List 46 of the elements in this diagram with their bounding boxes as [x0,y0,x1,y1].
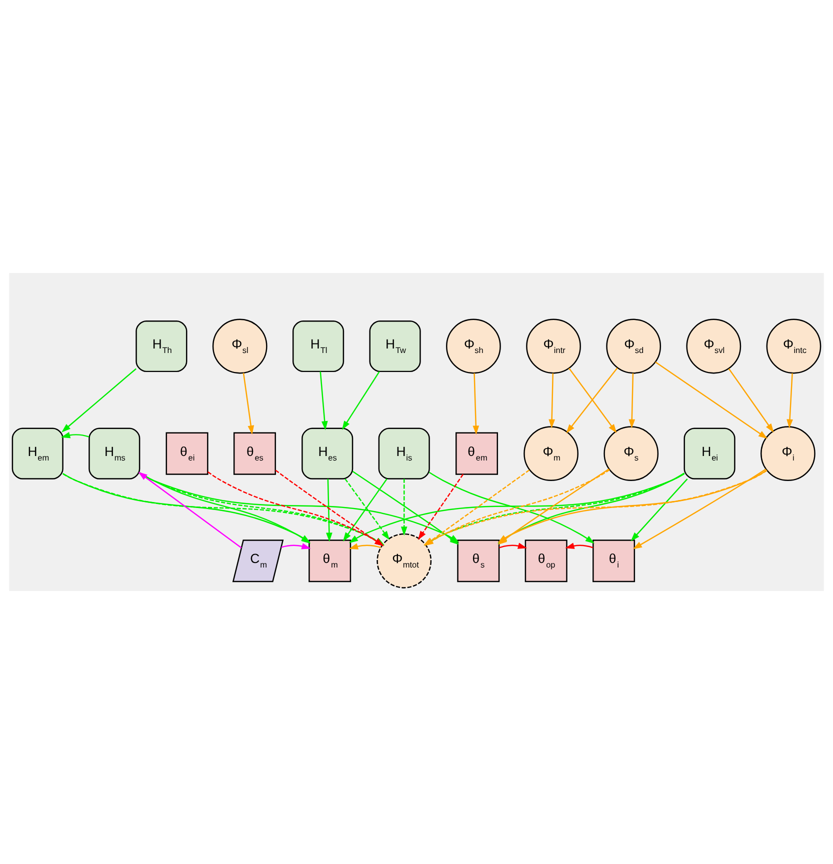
arrow [655,361,768,439]
node-box: θ$_{i}$ [592,540,636,582]
arrow [281,543,311,550]
arrow [348,543,381,550]
arrow [565,542,594,549]
node-box: H$_{Tl}$ [292,320,344,372]
node-box: H$_{ms}$ [88,428,140,480]
node-circle: Φ$_{svl}$ [686,318,742,374]
node-circle: Φ$_{sl}$ [212,318,268,374]
node-box: θ$_{ei}$ [166,432,208,475]
node-box: H$_{es}$ [302,428,354,480]
arrow [548,373,556,428]
arrow [400,478,408,536]
arrow [418,474,464,540]
node-box: θ$_{em}$ [456,432,498,475]
node-box: H$_{ei}$ [684,428,736,480]
arrow [326,478,332,542]
node-box: H$_{em}$ [12,428,64,480]
arrow [499,542,528,549]
arrow [138,472,242,548]
node-circle: Φ$_{i}$ [760,426,816,481]
arrow [242,372,254,435]
node-circle: Φ$_{s}$ [604,426,659,481]
arrow [632,468,766,550]
node-box: θ$_{s}$ [457,540,500,582]
arrow [472,373,480,435]
node-circle: Φ$_{mtot}$ [376,533,432,588]
node-circle: Φ$_{m}$ [524,426,578,481]
node-box: H$_{is}$ [378,428,430,480]
arrow [786,373,793,428]
node-box: θ$_{op}$ [524,540,568,582]
node-circle: Φ$_{intc}$ [766,318,822,374]
arrow [728,368,774,433]
arrow [62,368,136,432]
arrow [628,373,636,428]
arrow [342,371,380,430]
arrow [630,478,688,542]
node-box: θ$_{m}$ [308,540,352,582]
node-box: H$_{Th}$ [136,320,188,372]
node-circle: Φ$_{sh}$ [446,318,501,374]
node-box: θ$_{es}$ [233,432,276,475]
arrow [61,432,90,438]
node-circle: Φ$_{sd}$ [606,318,662,374]
node-circle: Φ$_{intr}$ [526,318,581,374]
arrow [320,372,328,430]
node-box: H$_{Tw}$ [369,320,421,372]
